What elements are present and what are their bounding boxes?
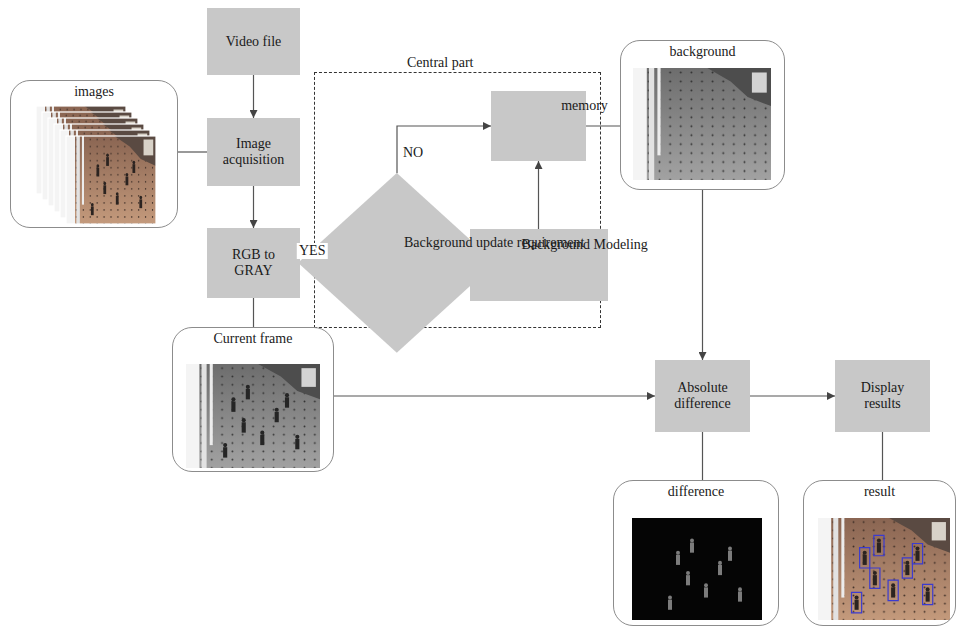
edge-label: YES: [297, 243, 327, 259]
flow-arrow: [538, 161, 539, 229]
current-frame-image: [186, 364, 320, 468]
connector-line: [702, 432, 703, 480]
edge-label: NO: [401, 145, 425, 161]
flow-arrow: [253, 75, 254, 118]
process-box: Display results: [835, 360, 930, 432]
process-box: memory: [491, 91, 586, 161]
process-box: Image acquisition: [207, 118, 300, 186]
box-label: RGB to GRAY: [213, 247, 294, 279]
panel-title: difference: [614, 484, 778, 500]
process-box: Absolute difference: [655, 360, 750, 432]
panel-title: images: [11, 84, 177, 100]
image-panel: background: [620, 40, 785, 190]
flow-arrow: [334, 395, 655, 396]
box-label: Video file: [213, 34, 294, 50]
image-panel: images: [10, 80, 178, 228]
difference-image: [632, 518, 762, 620]
decision-label: Background update requirement: [404, 235, 482, 251]
image-stack: [36, 106, 156, 224]
connector-line: [882, 432, 883, 480]
image-panel: Current frame: [172, 327, 334, 472]
box-label: Absolute difference: [661, 380, 744, 412]
box-label: Display results: [841, 380, 924, 412]
image-panel: difference: [613, 480, 779, 626]
diamond-outline: [298, 173, 496, 353]
connector-line: [178, 151, 207, 152]
decision-diamond: Background update requirement: [298, 173, 496, 353]
box-label: Background Modeling: [522, 237, 648, 253]
image-panel: result: [803, 480, 956, 626]
panel-title: result: [804, 484, 955, 500]
connector-line: [253, 298, 254, 327]
result-image: [818, 518, 950, 620]
background-image: [633, 68, 771, 180]
group-title: Central part: [407, 55, 473, 71]
process-box: Video file: [207, 8, 300, 75]
flow-arrow: [253, 186, 254, 228]
flow-arrow: [702, 190, 703, 360]
flow-arrow: [397, 126, 491, 173]
box-label: memory: [543, 98, 626, 114]
box-label: Image acquisition: [213, 136, 294, 168]
process-box: Background Modeling: [470, 229, 608, 301]
process-box: RGB to GRAY: [207, 228, 300, 298]
connector-line: [586, 125, 620, 126]
flow-arrow: [750, 395, 835, 396]
dashed-group: Central partmemoryBackground update requ…: [314, 72, 601, 328]
panel-title: Current frame: [173, 331, 333, 347]
panel-title: background: [621, 44, 784, 60]
